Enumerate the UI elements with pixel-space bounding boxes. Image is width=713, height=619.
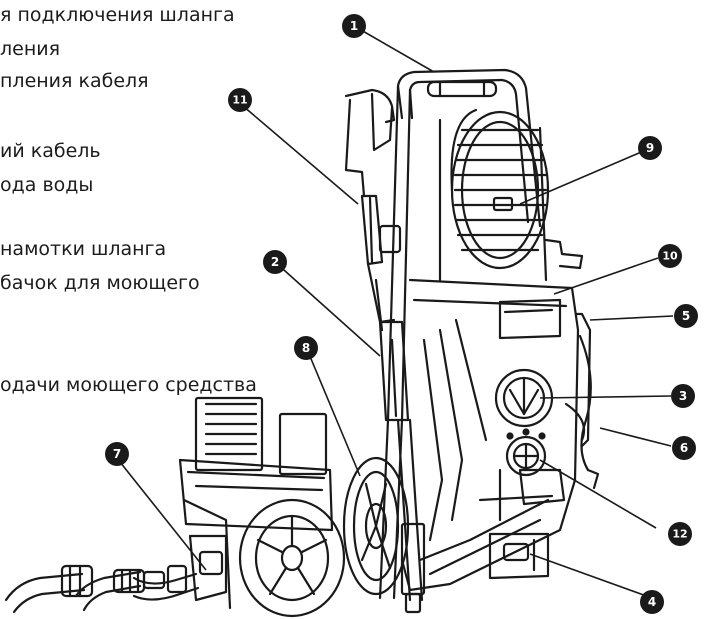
caption-line-5: ода воды (0, 174, 94, 196)
washer-body (400, 278, 580, 592)
callout-label: 1 (350, 19, 358, 33)
callout-label: 6 (680, 441, 688, 455)
hose-reel (438, 108, 584, 282)
callout-marker: 10 (658, 244, 682, 268)
callout-label: 11 (232, 94, 247, 107)
callout-label: 5 (682, 309, 690, 323)
callout-marker: 6 (672, 436, 696, 460)
callout-label: 4 (648, 595, 656, 609)
spray-gun (344, 88, 410, 422)
callout-label: 3 (679, 389, 687, 403)
callout-label: 10 (662, 250, 678, 263)
inset-detail (4, 396, 346, 618)
callout-label: 9 (646, 141, 654, 155)
caption-line-2: ления (0, 38, 61, 60)
leader-lines (119, 25, 674, 599)
callout-markers: 1 2 3 4 5 6 7 8 9 10 11 12 (105, 14, 698, 614)
cable-hook (564, 312, 600, 490)
washer-wheel (342, 456, 410, 596)
callout-marker: 12 (668, 522, 692, 546)
caption-line-8: одачи моющего средства (0, 374, 257, 396)
callout-marker: 1 (342, 14, 366, 38)
callout-marker: 8 (294, 336, 318, 360)
callout-marker: 11 (228, 88, 252, 112)
callout-marker: 4 (640, 590, 664, 614)
callout-marker: 9 (638, 136, 662, 160)
callout-label: 7 (113, 447, 121, 461)
caption-line-4: ий кабель (0, 140, 101, 162)
callout-marker: 7 (105, 442, 129, 466)
caption-line-6: намотки шланга (0, 238, 167, 260)
power-switch-knob (505, 428, 547, 477)
callout-marker: 2 (263, 250, 287, 274)
callout-marker: 3 (671, 384, 695, 408)
callout-marker: 5 (674, 304, 698, 328)
callout-label: 8 (302, 341, 310, 355)
callout-label: 12 (672, 528, 687, 541)
caption-line-1: я подключения шланга (0, 4, 235, 26)
spray-lance (396, 418, 426, 614)
callout-label: 2 (271, 255, 279, 269)
caption-line-3: пления кабеля (0, 70, 149, 92)
caption-line-7: бачок для моющего (0, 272, 200, 294)
